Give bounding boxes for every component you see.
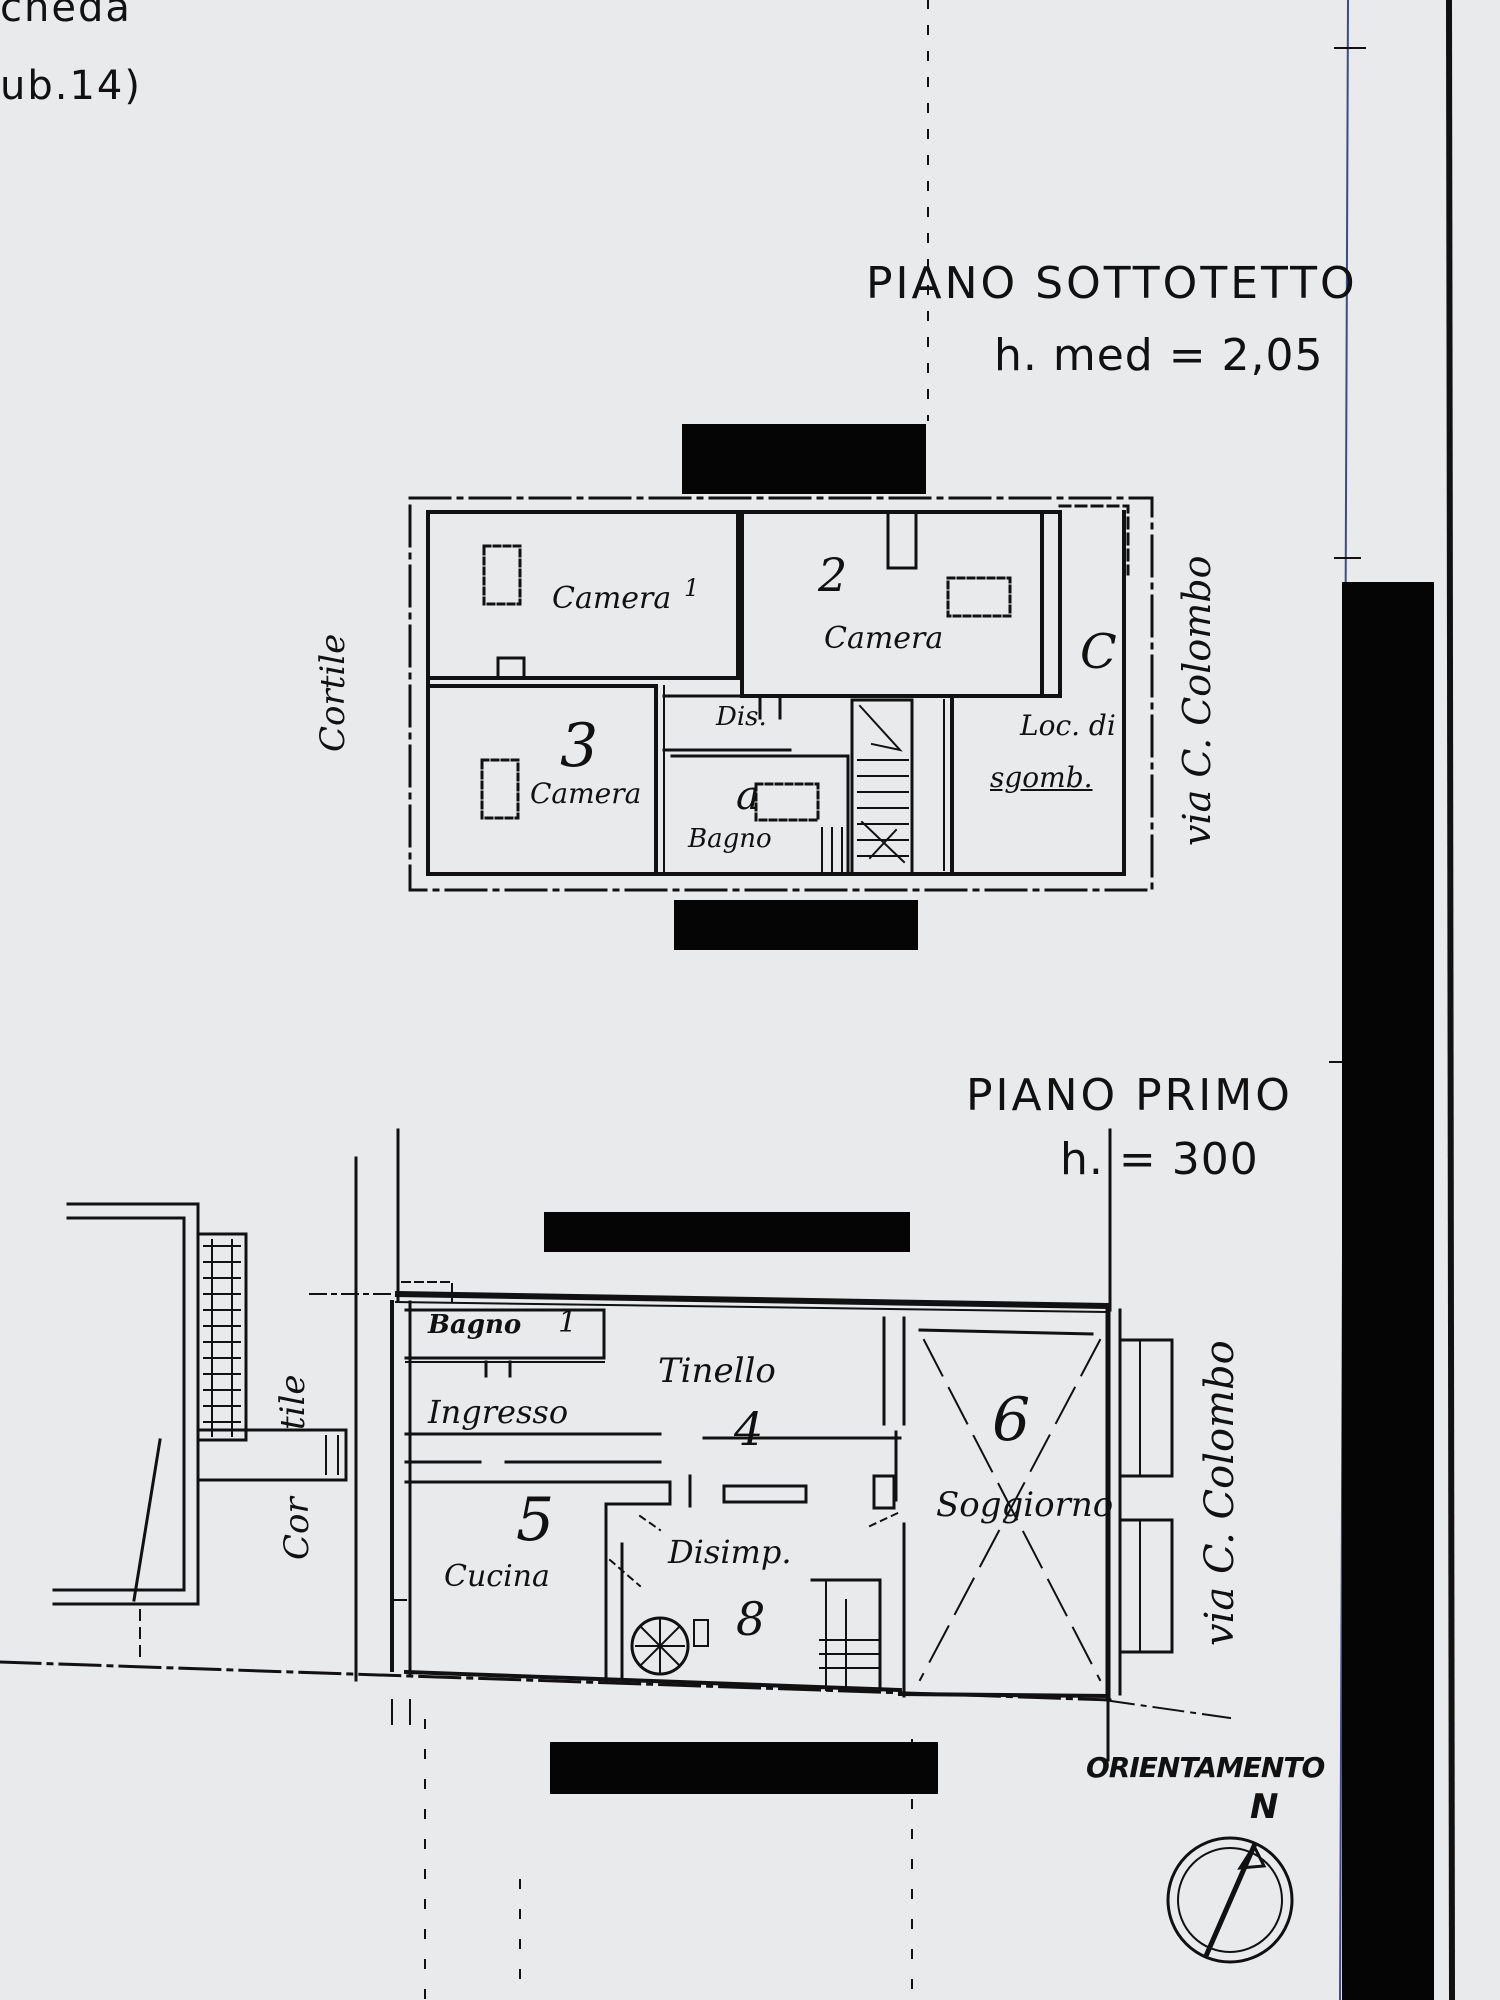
attic-disimp-label: Dis. — [716, 702, 767, 732]
attic-floor-title: PIANO SOTTOTETTO — [866, 258, 1358, 309]
attic-street-label: via C. Colombo — [1175, 555, 1219, 846]
attic-courtyard-label: Cortile — [313, 633, 353, 752]
first-cucina-label: Cucina — [444, 1559, 550, 1594]
first-soggiorno-number: 6 — [992, 1385, 1031, 1455]
attic-camera2-label: Camera — [824, 621, 944, 656]
first-ingresso-label: Ingresso — [428, 1393, 569, 1431]
first-tinello-label: Tinello — [658, 1351, 776, 1391]
first-bagno-label: Bagno — [428, 1310, 522, 1340]
north-label: N — [1250, 1787, 1279, 1827]
redaction-attic-top — [682, 424, 926, 494]
attic-camera1-label: Camera — [552, 581, 672, 616]
attic-camera3-number: 3 — [560, 711, 599, 781]
attic-locale-label-2: sgomb. — [990, 761, 1093, 794]
attic-camera3-label: Camera — [530, 777, 642, 810]
redaction-attic-bottom — [674, 900, 918, 950]
redaction-first-top — [544, 1212, 910, 1252]
orientation-label: ORIENTAMENTO — [1086, 1751, 1325, 1784]
first-soggiorno-label: Soggiorno — [936, 1485, 1114, 1525]
first-courtyard-label-lower: Cor — [277, 1497, 317, 1560]
first-courtyard-label-upper: tile — [273, 1374, 313, 1430]
first-tinello-number: 4 — [734, 1402, 764, 1456]
first-street-label: via C. Colombo — [1197, 1340, 1243, 1646]
redaction-first-bottom — [550, 1742, 938, 1794]
first-floor-title: PIANO PRIMO — [966, 1070, 1293, 1121]
attic-floor-height: h. med = 2,05 — [994, 330, 1324, 381]
first-disimp-number: 8 — [736, 1592, 766, 1646]
redaction-right-strip — [1342, 582, 1434, 2000]
first-cucina-number: 5 — [516, 1485, 555, 1555]
attic-locale-letter: C — [1080, 624, 1117, 680]
attic-bagno-number: a — [736, 773, 760, 819]
attic-camera2-number: 2 — [818, 548, 848, 602]
first-floor-height: h. = 300 — [1060, 1134, 1259, 1185]
corner-text-sub: ub.14) — [0, 63, 142, 109]
first-bagno-number: 1 — [558, 1305, 578, 1340]
first-disimp-label: Disimp. — [668, 1533, 792, 1571]
attic-bagno-label: Bagno — [688, 824, 772, 854]
corner-text-top: cheda — [0, 0, 132, 31]
attic-locale-label: Loc. di — [1020, 709, 1116, 742]
attic-camera1-number: 1 — [684, 574, 700, 602]
